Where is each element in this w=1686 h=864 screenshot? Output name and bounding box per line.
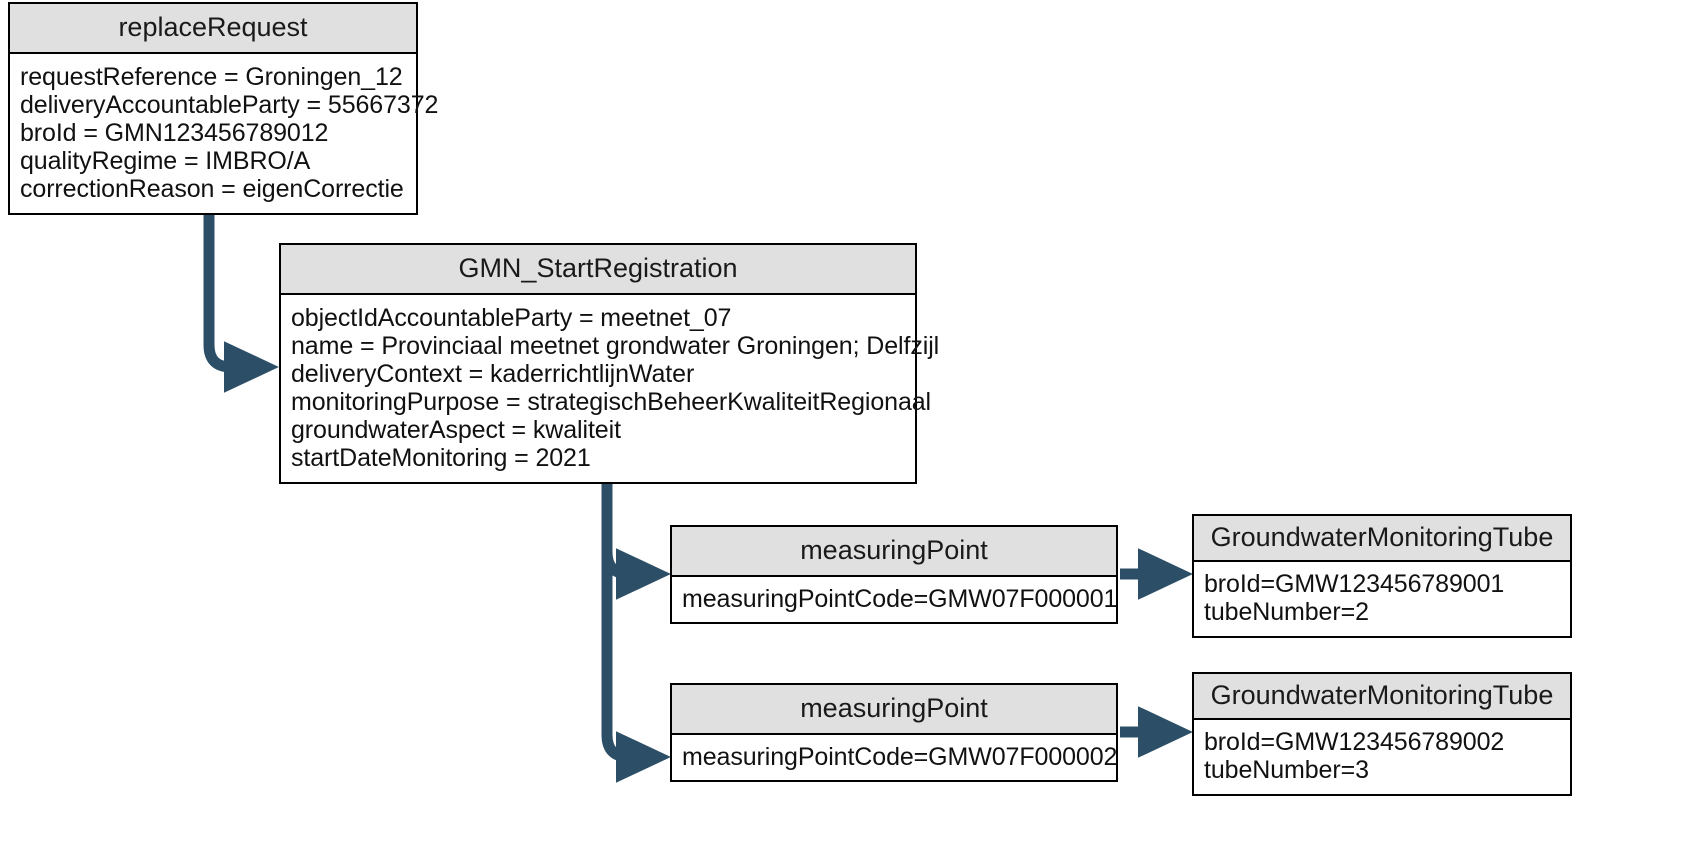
node-groundwater-monitoring-tube-1[interactable]: GroundwaterMonitoringTube broId=GMW12345… xyxy=(1192,514,1572,638)
node-replace-request-header: replaceRequest xyxy=(10,4,416,54)
node-gmn-start-registration-header: GMN_StartRegistration xyxy=(281,245,915,295)
attribute-measuring-point-code: measuringPointCode=GMW07F000001 xyxy=(682,585,1118,613)
attribute-start-date-monitoring: startDateMonitoring = 2021 xyxy=(291,444,591,472)
attribute-tube-bro-id: broId=GMW123456789002 xyxy=(1204,728,1505,756)
node-groundwater-monitoring-tube-2-header: GroundwaterMonitoringTube xyxy=(1194,674,1570,720)
connector-replace-request-to-gmn-start xyxy=(203,205,279,393)
node-measuring-point-1[interactable]: measuringPoint measuringPointCode=GMW07F… xyxy=(670,525,1118,624)
attribute-delivery-context: deliveryContext = kaderrichtlijnWater xyxy=(291,360,695,388)
attribute-tube-number: tubeNumber=3 xyxy=(1204,756,1369,784)
node-gmn-start-registration-body: objectIdAccountableParty = meetnet_07 na… xyxy=(281,295,940,482)
node-measuring-point-2[interactable]: measuringPoint measuringPointCode=GMW07F… xyxy=(670,683,1118,782)
attribute-monitoring-purpose: monitoringPurpose = strategischBeheerKwa… xyxy=(291,388,932,416)
node-measuring-point-2-body: measuringPointCode=GMW07F000002 xyxy=(672,735,1118,780)
attribute-groundwater-aspect: groundwaterAspect = kwaliteit xyxy=(291,416,621,444)
attribute-delivery-accountable-party: deliveryAccountableParty = 55667372 xyxy=(20,91,439,119)
node-groundwater-monitoring-tube-2[interactable]: GroundwaterMonitoringTube broId=GMW12345… xyxy=(1192,672,1572,796)
node-groundwater-monitoring-tube-1-body: broId=GMW123456789001 tubeNumber=2 xyxy=(1194,562,1570,636)
node-groundwater-monitoring-tube-1-header: GroundwaterMonitoringTube xyxy=(1194,516,1570,562)
attribute-tube-number: tubeNumber=2 xyxy=(1204,598,1369,626)
node-measuring-point-1-body: measuringPointCode=GMW07F000001 xyxy=(672,577,1118,622)
attribute-correction-reason: correctionReason = eigenCorrectie xyxy=(20,175,404,203)
attribute-object-id-accountable-party: objectIdAccountableParty = meetnet_07 xyxy=(291,304,732,332)
attribute-measuring-point-code: measuringPointCode=GMW07F000002 xyxy=(682,743,1118,771)
attribute-name: name = Provinciaal meetnet grondwater Gr… xyxy=(291,332,940,360)
attribute-request-reference: requestReference = Groningen_12 xyxy=(20,63,403,91)
node-replace-request[interactable]: replaceRequest requestReference = Gronin… xyxy=(8,2,439,215)
node-gmn-start-registration[interactable]: GMN_StartRegistration objectIdAccountabl… xyxy=(279,243,940,484)
attribute-tube-bro-id: broId=GMW123456789001 xyxy=(1204,570,1505,598)
node-replace-request-body: requestReference = Groningen_12 delivery… xyxy=(10,54,439,213)
attribute-quality-regime: qualityRegime = IMBRO/A xyxy=(20,147,311,175)
node-measuring-point-2-header: measuringPoint xyxy=(672,685,1116,735)
node-groundwater-monitoring-tube-2-body: broId=GMW123456789002 tubeNumber=3 xyxy=(1194,720,1570,794)
node-measuring-point-1-header: measuringPoint xyxy=(672,527,1116,577)
connector-gmn-start-branch-1 xyxy=(601,548,671,600)
attribute-bro-id: broId = GMN123456789012 xyxy=(20,119,329,147)
connector-gmn-start-trunk xyxy=(601,470,671,783)
